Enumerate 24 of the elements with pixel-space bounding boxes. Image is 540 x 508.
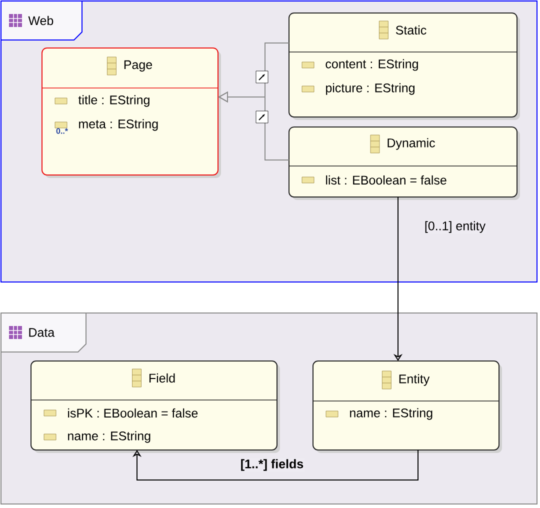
attribute-text: name : EString bbox=[68, 431, 150, 443]
edge-label: [1..*] fields bbox=[241, 459, 304, 471]
attribute-text: meta : EString bbox=[79, 119, 158, 131]
class-box bbox=[30, 360, 280, 453]
class-box bbox=[42, 48, 221, 178]
attribute-text: name : EString bbox=[350, 408, 432, 420]
edge-label: [0..1] entity bbox=[425, 221, 486, 233]
class-name: Page bbox=[124, 60, 152, 72]
attribute-text: list : EBoolean = false bbox=[326, 175, 446, 185]
class-name: Field bbox=[149, 373, 175, 383]
class-box bbox=[288, 12, 520, 120]
package-name: Data bbox=[29, 328, 55, 337]
class-name: Entity bbox=[399, 374, 430, 386]
connector-arrow bbox=[132, 450, 418, 480]
multiplicity-text: 0..* bbox=[56, 128, 68, 134]
class-box bbox=[312, 360, 502, 453]
class-name: Static bbox=[396, 25, 426, 35]
attribute-text: content : EString bbox=[326, 59, 418, 71]
class-name: Dynamic bbox=[388, 138, 435, 150]
attribute-text: isPK : EBoolean = false bbox=[68, 408, 198, 418]
attribute-text: picture : EString bbox=[326, 83, 414, 95]
package-name: Web bbox=[28, 16, 54, 26]
class-box bbox=[288, 126, 520, 200]
attribute-text: title : EString bbox=[78, 95, 150, 107]
